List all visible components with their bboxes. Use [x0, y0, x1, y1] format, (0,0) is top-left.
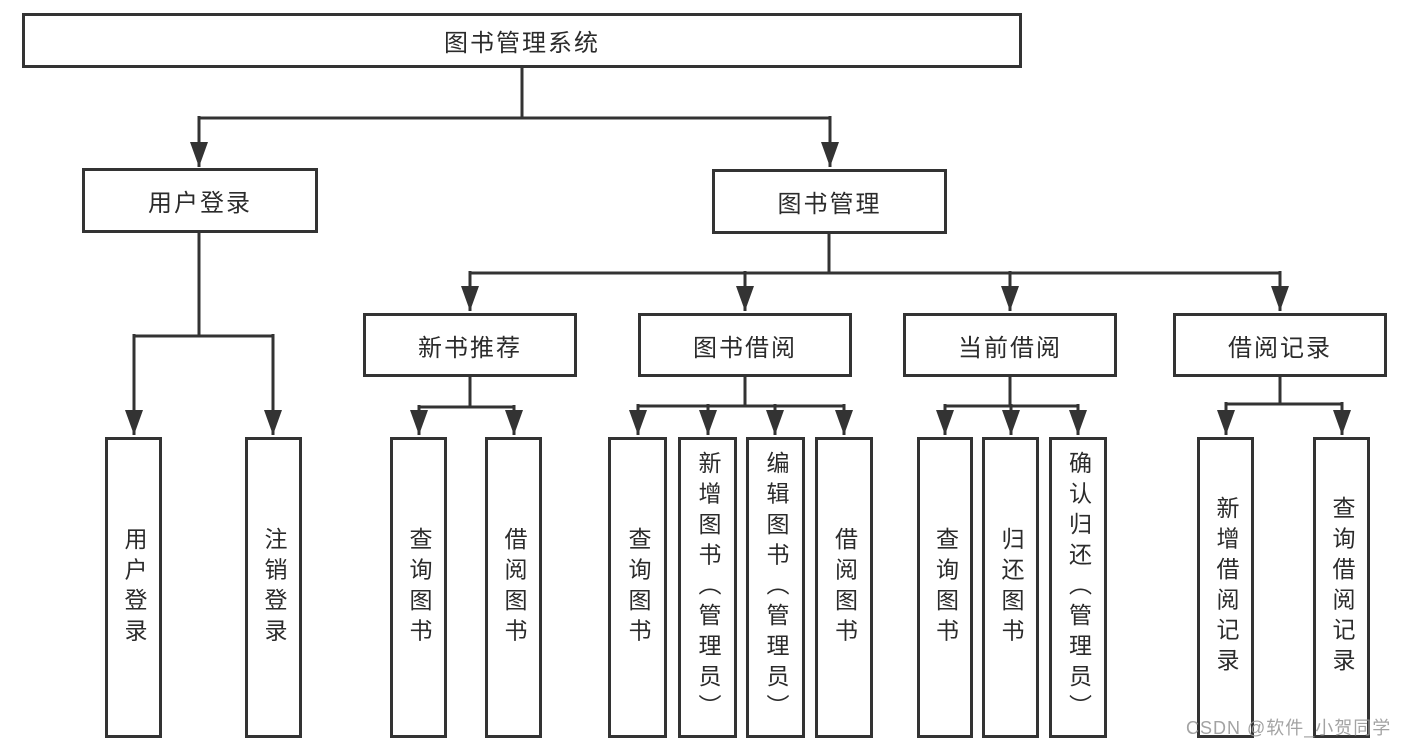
- leaf-box-return-books: 归还图书: [982, 437, 1039, 738]
- leaf-box-logout: 注销登录: [245, 437, 302, 738]
- leaf-box-confirm-return-admin: 确认归还（管理员）: [1049, 437, 1107, 738]
- leaf-box-query-books-current: 查询图书: [917, 437, 973, 738]
- level3-box-current-borrow: 当前借阅: [903, 313, 1117, 377]
- leaf-box-user-login: 用户登录: [105, 437, 162, 738]
- leaf-box-add-borrow-record: 新增借阅记录: [1197, 437, 1254, 738]
- level2-box-book-management: 图书管理: [712, 169, 947, 234]
- leaf-box-edit-books-admin: 编辑图书（管理员）: [746, 437, 805, 738]
- level3-box-new-book-recommend: 新书推荐: [363, 313, 577, 377]
- leaf-box-borrow-books-recommend: 借阅图书: [485, 437, 542, 738]
- level3-box-book-borrow: 图书借阅: [638, 313, 852, 377]
- level2-box-user-login: 用户登录: [82, 168, 318, 233]
- leaf-box-add-books-admin: 新增图书（管理员）: [678, 437, 737, 738]
- level3-box-borrow-record: 借阅记录: [1173, 313, 1387, 377]
- leaf-box-borrow-books: 借阅图书: [815, 437, 873, 738]
- root-box-library-management-system: 图书管理系统: [22, 13, 1022, 68]
- leaf-box-query-books: 查询图书: [608, 437, 667, 738]
- leaf-box-query-borrow-record: 查询借阅记录: [1313, 437, 1370, 738]
- leaf-box-query-books-recommend: 查询图书: [390, 437, 447, 738]
- csdn-watermark: CSDN @软件_小贺同学: [1186, 718, 1392, 738]
